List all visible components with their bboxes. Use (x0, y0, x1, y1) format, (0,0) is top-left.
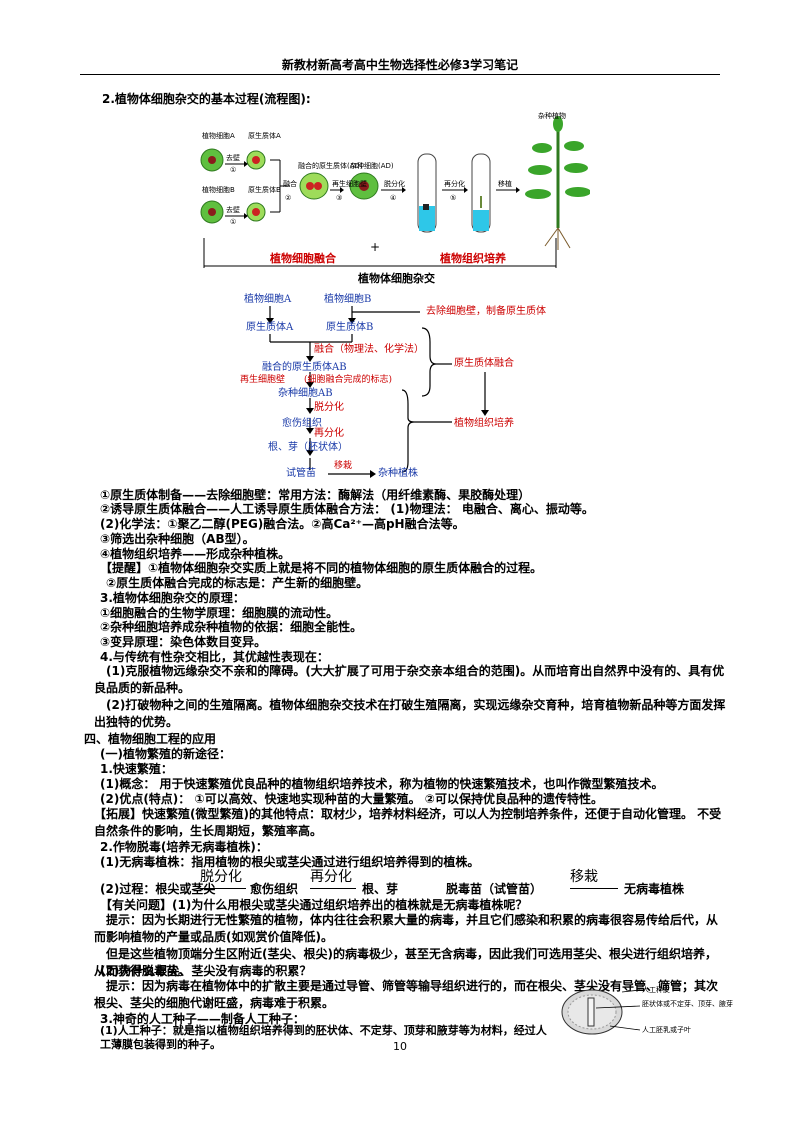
label-n2: ② (285, 194, 292, 202)
flow-fused-ab: 融合的原生质体AB (262, 362, 347, 373)
flow-organs: 根、芽（胚状体） (268, 442, 348, 453)
label-n3: ③ (336, 194, 343, 202)
line-6: 【提醒】①植物体细胞杂交实质上就是将不同的植物体细胞的原生质体融合的过程。 (100, 561, 543, 575)
para-24: 提示：因为长期进行无性繁殖的植物，体内往往会积累大量的病毒，并且它们感染和积累的… (94, 913, 719, 944)
flow-regen-note: (细胞融合完成的标志) (304, 375, 393, 385)
label-dediff: 脱分化 (384, 180, 405, 188)
seed-label-embryo: 胚状体或不定芽、顶芽、腋芽 (642, 1000, 733, 1008)
label-remove-wall-1: 去壁 (226, 154, 240, 162)
label-hybrid-plant: 杂种植物 (538, 112, 566, 120)
line-5: ④植物组织培养——形成杂种植株。 (100, 547, 291, 561)
label-tissue-culture: 植物组织培养 (440, 252, 506, 265)
line-12: 4.与传统有性杂交相比，其优越性表现在： (100, 650, 329, 664)
para-20: 【拓展】快速繁殖(微型繁殖)的其他特点：取材少，培养材料经济，可以人为控制培养条… (94, 807, 722, 838)
line-1: ①原生质体制备——去除细胞壁：常用方法：酶解法（用纤维素酶、果胶酶处理） (100, 488, 531, 502)
seed-label-coat: 人工种皮 (642, 986, 670, 994)
label-cell-fusion: 植物细胞融合 (270, 252, 336, 265)
label-protoplast-a: 原生质体A (248, 132, 281, 140)
flow-callus: 愈伤组织 (282, 418, 322, 429)
line-28: 3.神奇的人工种子——制备人工种子： (100, 1012, 305, 1026)
flow-transplant: 移栽 (334, 461, 353, 471)
label-protoplast-b: 原生质体B (248, 186, 281, 194)
label-cell-b: 植物细胞B (202, 186, 235, 194)
line-22: (1)无病毒植株：指用植物的根尖或茎尖通过进行组织培养得到的植株。 (100, 855, 480, 869)
process-mid1: 愈伤组织 (250, 882, 299, 896)
line-16: (一)植物繁殖的新途径： (100, 747, 231, 761)
para-27: 提示：因为病毒在植物体中的扩散主要是通过导管、筛管等输导组织进行的，而在根尖、茎… (94, 979, 719, 1010)
header-rule (80, 74, 720, 75)
flow-remove-wall: 去除细胞壁，制备原生质体 (426, 306, 546, 317)
label-fuse: 融合 (283, 180, 297, 188)
process-mid3: 脱毒苗（试管苗） (446, 882, 543, 896)
flow-arrows (266, 306, 489, 478)
line-15: 四、植物细胞工程的应用 (84, 732, 217, 746)
line-4: ③筛选出杂种细胞（AB型）。 (100, 532, 255, 546)
flow-proto-fusion: 原生质体融合 (454, 358, 514, 369)
process-arrow2-line (310, 888, 356, 889)
flow-tube: 试管苗 (286, 468, 316, 479)
label-n4: ④ (390, 194, 397, 202)
process-line: (2)过程：根尖或茎尖 脱分化 愈伤组织 再分化 根、芽 脱毒苗（试管苗） 移栽… (100, 869, 720, 898)
line-7: ②原生质体融合完成的标志是：产生新的细胞壁。 (106, 576, 369, 590)
process-lead: (2)过程：根尖或茎尖 (100, 882, 216, 896)
label-hybrid-cell: 杂种细胞(AD) (350, 162, 394, 170)
label-regen: 再生细胞壁 (332, 180, 367, 188)
label-n1b: ① (230, 218, 237, 226)
line-10: ②杂种细胞培养成杂种植物的依据：细胞全能性。 (100, 620, 363, 634)
label-cell-a: 植物细胞A (202, 132, 235, 140)
line-2: ②诱导原生质体融合——人工诱导原生质体融合方法： (1)物理法： 电融合、离心、… (100, 502, 594, 516)
line-23: 【有关问题】(1)为什么用根尖或茎尖通过组织培养出的植株就是无病毒植株呢？ (100, 898, 528, 912)
svg-text:+: + (370, 240, 380, 254)
process-arrow3-label: 移栽 (570, 869, 598, 885)
figure-caption: 植物体细胞杂交 (358, 272, 435, 285)
flow-cell-a: 植物细胞A (244, 294, 292, 305)
para-13: (1)克服植物远缘杂交不亲和的障碍。(大大扩展了可用于杂交亲本组合的范围)。从而… (94, 664, 725, 695)
flow-hybrid-ab: 杂种细胞AB (278, 388, 333, 399)
flow-protoplast-b: 原生质体B (326, 322, 374, 333)
para-14: (2)打破物种之间的生殖隔离。植物体细胞杂交技术在打破生殖隔离，实现远缘杂交育种… (94, 698, 726, 729)
process-mid2: 根、芽 (362, 882, 399, 896)
flow-regen: 再生细胞壁 (240, 375, 286, 385)
line-9: ①细胞融合的生物学原理：细胞膜的流动性。 (100, 606, 339, 620)
seed-figure: 人工种皮 胚状体或不定芽、顶芽、腋芽 人工胚乳或子叶 (560, 986, 740, 1036)
label-n1: ① (230, 166, 237, 174)
flow-diagram: 植物细胞A 植物细胞B 去除细胞壁，制备原生质体 原生质体A 原生质体B 融合（… (230, 292, 570, 484)
flow-fuse: 融合（物理法、化学法） (314, 344, 424, 355)
label-rediff: 再分化 (444, 180, 465, 188)
hybridization-figure: + 植物细胞A 原生质体A 植物细胞B 原生质体B 去壁 ① 去壁 ① 融合的原… (190, 108, 591, 288)
flow-rediff: 再分化 (314, 428, 344, 439)
section-title: 2.植物体细胞杂交的基本过程(流程图): (102, 92, 311, 106)
seed-label-endosperm: 人工胚乳或子叶 (642, 1026, 691, 1034)
process-end: 无病毒植株 (624, 882, 685, 896)
flow-tissue-culture: 植物组织培养 (454, 418, 514, 429)
page-header: 新教材新高考高中生物选择性必修3学习笔记 (281, 58, 519, 72)
flow-plant: 杂种植株 (378, 468, 418, 479)
line-21: 2.作物脱毒(培养无病毒植株)： (100, 840, 268, 854)
process-arrow1-line (200, 888, 246, 889)
seed-graphic (561, 989, 641, 1035)
para-25: 但是这些植物顶端分生区附近(茎尖、根尖)的病毒极少，甚至无含病毒，因此我们可选用… (94, 947, 717, 978)
line-26: (2)为什么根尖、茎尖没有病毒的积累？ (100, 964, 312, 978)
line-11: ③变异原理：染色体数目变异。 (100, 635, 267, 649)
process-arrow2-label: 再分化 (310, 869, 352, 885)
label-fused: 融合的原生质体(AD) (298, 162, 363, 170)
flow-cell-b: 植物细胞B (324, 294, 372, 305)
process-arrow3-line (570, 888, 618, 889)
line-3: (2)化学法：①聚乙二醇(PEG)融合法。②高Ca²⁺—高pH融合法等。 (100, 517, 465, 531)
page-number: 10 (393, 1040, 407, 1053)
flow-dediff: 脱分化 (314, 402, 344, 413)
label-transplant: 移植 (498, 180, 512, 188)
para-29: (1)人工种子：就是指以植物组织培养得到的胚状体、不定芽、顶芽和腋芽等为材料，经… (100, 1024, 547, 1051)
figure-graphics: + (200, 116, 591, 268)
line-17: 1.快速繁殖： (100, 762, 173, 776)
process-arrow1-label: 脱分化 (200, 869, 242, 885)
line-18: (1)概念： 用于快速繁殖优良品种的植物组织培养技术，称为植物的快速繁殖技术，也… (100, 777, 664, 791)
label-n5: ⑤ (450, 194, 457, 202)
line-8: 3.植物体细胞杂交的原理： (100, 591, 245, 605)
line-19: (2)优点(特点)： ①可以高效、快速地实现种苗的大量繁殖。 ②可以保持优良品种… (100, 792, 603, 806)
label-remove-wall-2: 去壁 (226, 206, 240, 214)
flow-protoplast-a: 原生质体A (246, 322, 294, 333)
